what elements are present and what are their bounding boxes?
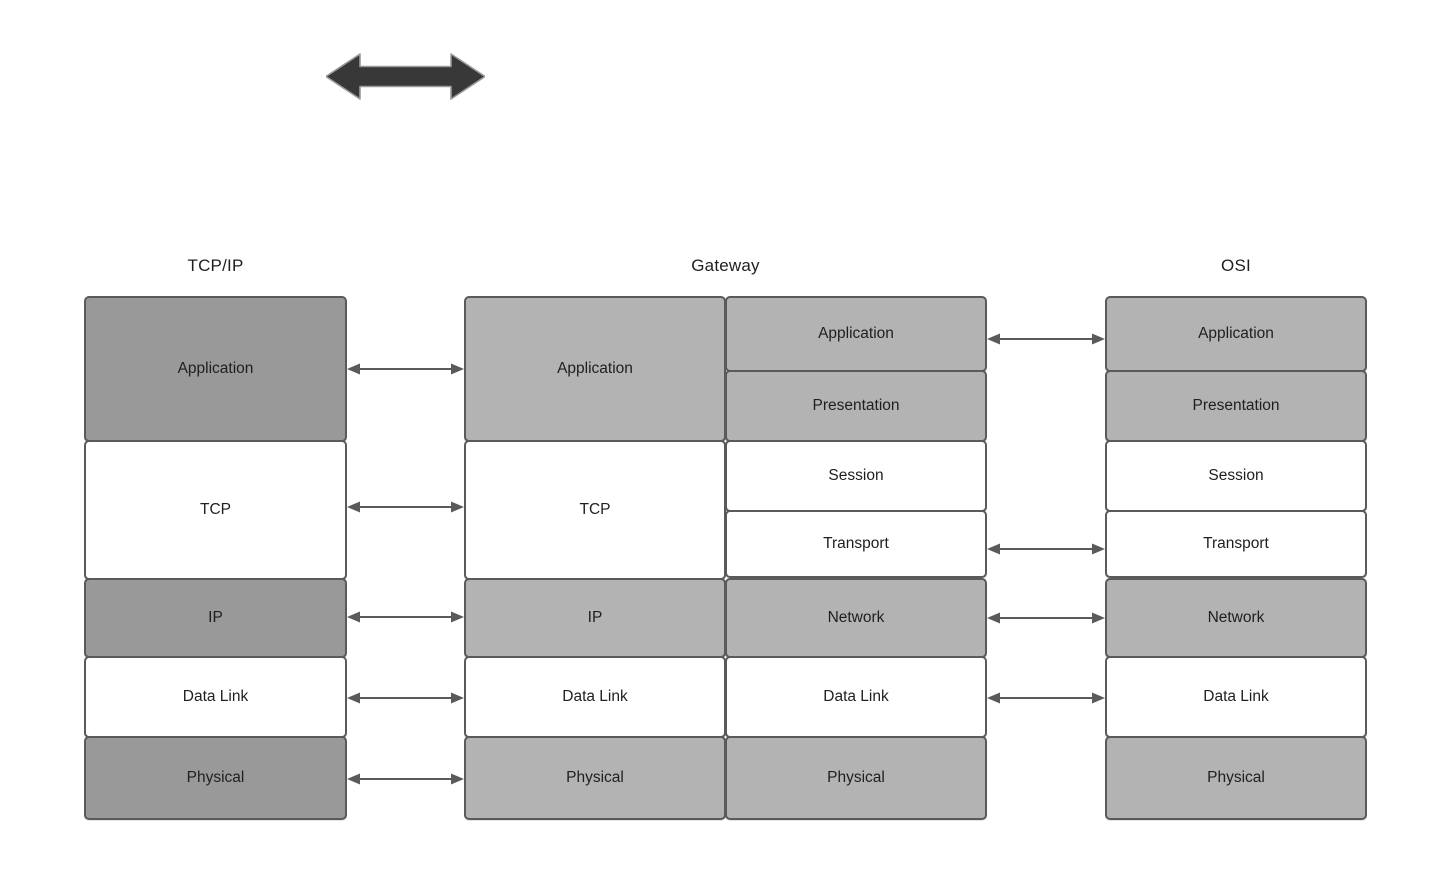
layer-label: Physical — [1207, 769, 1265, 786]
layer-box[interactable]: Application — [725, 296, 987, 372]
layer-box[interactable]: Physical — [725, 736, 987, 820]
layer-box[interactable]: Transport — [1105, 510, 1367, 578]
layer-label: Physical — [827, 769, 885, 786]
connector-arrow — [347, 772, 464, 786]
double-headed-arrow — [325, 53, 486, 100]
layer-label: Data Link — [562, 688, 628, 705]
connector-arrow — [987, 542, 1105, 556]
layer-box[interactable]: Physical — [464, 736, 726, 820]
layer-box[interactable]: Network — [1105, 578, 1367, 658]
layer-label: Physical — [566, 769, 624, 786]
column-header-tcpip: TCP/IP — [187, 256, 244, 275]
column-header-gateway: Gateway — [691, 256, 760, 275]
connector-arrow — [987, 611, 1105, 625]
layer-box[interactable]: Physical — [1105, 736, 1367, 820]
layer-label: Network — [827, 609, 885, 626]
layer-box[interactable]: Data Link — [464, 656, 726, 738]
layer-box[interactable]: Presentation — [725, 370, 987, 442]
connector-arrow — [347, 362, 464, 376]
layer-box[interactable]: Session — [725, 440, 987, 512]
connector-arrow — [347, 610, 464, 624]
layer-label: Application — [177, 360, 254, 377]
connector-arrow — [987, 332, 1105, 346]
layer-box[interactable]: Network — [725, 578, 987, 658]
layer-label: Presentation — [812, 397, 900, 414]
layer-label: Presentation — [1192, 397, 1280, 414]
layer-label: Application — [818, 325, 894, 342]
layer-label: Physical — [186, 769, 245, 786]
layer-box[interactable]: Data Link — [84, 656, 347, 738]
connector-arrow — [347, 500, 464, 514]
layer-box[interactable]: Application — [84, 296, 347, 442]
layer-label: TCP — [579, 501, 611, 518]
layer-box[interactable]: Data Link — [725, 656, 987, 738]
layer-box[interactable]: Data Link — [1105, 656, 1367, 738]
layer-label: IP — [587, 609, 603, 626]
layer-box[interactable]: TCP — [464, 440, 726, 580]
layer-label: Data Link — [823, 688, 889, 705]
layer-label: Application — [1198, 325, 1274, 342]
column-header-osi: OSI — [1221, 256, 1251, 275]
layer-label: Session — [828, 467, 884, 484]
layer-box[interactable]: TCP — [84, 440, 347, 580]
layer-label: Data Link — [182, 688, 249, 705]
layer-label: Transport — [823, 535, 889, 552]
connector-arrow — [987, 691, 1105, 705]
layer-box[interactable]: Application — [1105, 296, 1367, 372]
layer-box[interactable]: IP — [464, 578, 726, 658]
layer-label: IP — [208, 609, 223, 626]
layer-box[interactable]: Application — [464, 296, 726, 442]
layer-label: Data Link — [1203, 688, 1269, 705]
layer-box[interactable]: Physical — [84, 736, 347, 820]
connector-arrow — [347, 691, 464, 705]
layer-box[interactable]: IP — [84, 578, 347, 658]
layer-label: TCP — [200, 501, 231, 518]
layer-box[interactable]: Session — [1105, 440, 1367, 512]
layer-label: Application — [557, 360, 633, 377]
layer-box[interactable]: Transport — [725, 510, 987, 578]
layer-box[interactable]: Presentation — [1105, 370, 1367, 442]
layer-label: Session — [1208, 467, 1264, 484]
layer-label: Network — [1207, 609, 1265, 626]
layer-label: Transport — [1203, 535, 1269, 552]
